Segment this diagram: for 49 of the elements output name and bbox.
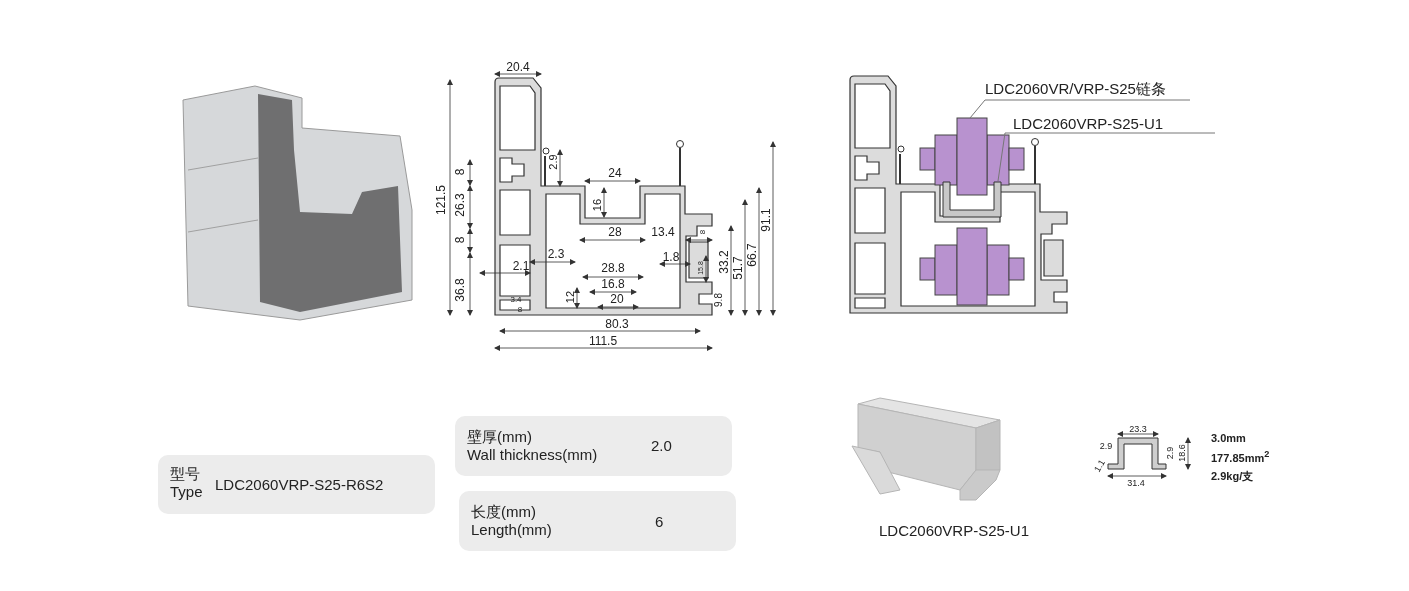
dimension-label: 36.8 xyxy=(454,278,466,302)
spec-text: 177.85mm$^{2}$ xyxy=(1211,450,1270,464)
dimension-label: 9.8 xyxy=(714,293,724,307)
dimension-label: 8 xyxy=(454,168,466,176)
dimension-label: 2.9 xyxy=(1165,446,1175,460)
dimension-label: 3.4 xyxy=(510,296,522,304)
dimension-label: 2.9 xyxy=(547,154,559,170)
dimension-label: 31.4 xyxy=(1127,478,1145,488)
dimension-label: 28 xyxy=(608,226,622,238)
dimension-label: 24 xyxy=(608,167,622,179)
field-label: 长度(mm) Length(mm) xyxy=(471,503,552,539)
field-label: 型号 Type xyxy=(170,465,203,501)
dimension-label: 26.3 xyxy=(454,193,466,217)
leader-line xyxy=(969,99,1191,119)
field-value: 6 xyxy=(655,513,664,530)
field-value: 2.0 xyxy=(651,437,672,454)
dimension-label: 12 xyxy=(564,290,576,304)
dimension-label: 16.8 xyxy=(601,278,625,290)
dimension-label: 66.7 xyxy=(746,243,758,267)
dimension-label: 111.5 xyxy=(588,335,618,347)
dimension-label: 20 xyxy=(610,293,624,305)
dimension-label: 2.9 xyxy=(1099,441,1113,451)
dimension-label: 8 xyxy=(699,229,707,235)
dimension-label: 28.8 xyxy=(601,262,625,274)
dimension-label: 8 xyxy=(517,306,523,314)
dimension-label: 8 xyxy=(454,236,466,244)
field-value: LDC2060VRP-S25-R6S2 xyxy=(215,476,384,493)
leader-line xyxy=(997,132,1216,182)
dimension-label: 23.3 xyxy=(1129,424,1147,434)
dimension-label: 121.5 xyxy=(435,185,447,215)
dimension-label: 1.1 xyxy=(1092,458,1108,474)
dimension-label: 1.8 xyxy=(662,251,680,263)
dimension-label: 2.1 xyxy=(512,260,530,272)
dimension-label: 16 xyxy=(591,198,603,212)
field-label: 壁厚(mm) Wall thickness(mm) xyxy=(467,428,598,464)
dimension-label: 91.1 xyxy=(760,208,772,232)
dimension-label: 13.4 xyxy=(651,226,675,238)
channel-strip-drawing xyxy=(942,181,1002,218)
dimension-label: 80.3 xyxy=(605,318,629,330)
spec-text: 3.0mm xyxy=(1211,432,1246,444)
dimension-label: 2.3 xyxy=(547,248,565,260)
dimension-label: 18.6 xyxy=(1177,444,1187,462)
spec-text: 2.9kg/支 xyxy=(1211,470,1254,482)
caption: LDC2060VRP-S25-U1 xyxy=(878,522,1030,538)
dimension-label: 20.4 xyxy=(506,61,530,73)
callout-label: LDC2060VRP-S25-U1 xyxy=(1013,116,1164,131)
callout-label: LDC2060VR/VRP-S25链条 xyxy=(985,81,1166,96)
dimension-label: 51.7 xyxy=(732,256,744,280)
dimension-label: 33.2 xyxy=(718,250,730,274)
